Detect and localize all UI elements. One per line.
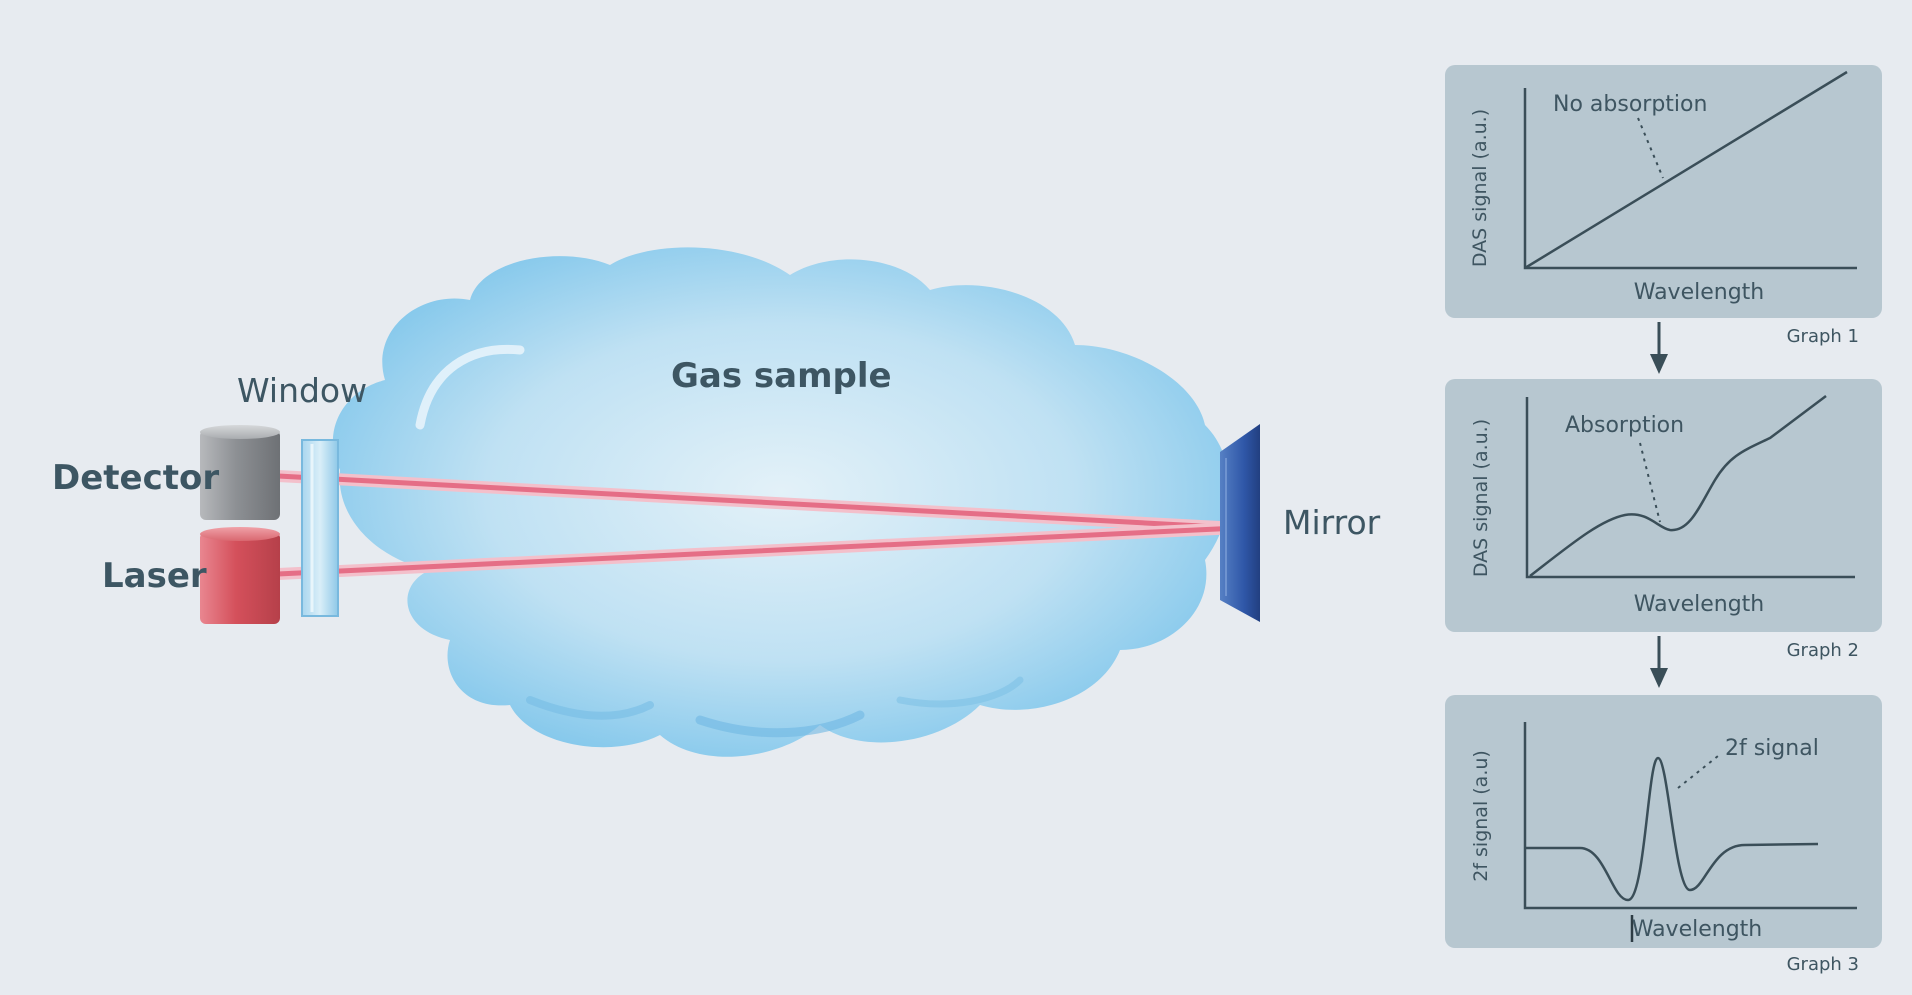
graph-1-caption: Graph 1	[1787, 326, 1859, 347]
detector-device	[200, 425, 280, 520]
graph-3: 2f signal Wavelength 2f signal (a.u) Gra…	[1445, 695, 1882, 975]
graph-3-y-label: 2f signal (a.u)	[1470, 750, 1492, 882]
mirror-label: Mirror	[1283, 503, 1381, 542]
arrow-down-icon	[1650, 322, 1668, 374]
window-plate	[301, 439, 339, 617]
mirror-device	[1220, 424, 1260, 622]
graph-3-x-label: Wavelength	[1632, 917, 1763, 942]
graph-1-x-label: Wavelength	[1634, 280, 1765, 305]
detector-label: Detector	[52, 458, 219, 498]
laser-label: Laser	[102, 556, 207, 596]
laser-device	[200, 527, 280, 624]
graph-2-y-label: DAS signal (a.u.)	[1470, 419, 1492, 577]
window-label: Window	[237, 371, 367, 410]
graph-2: Absorption Wavelength DAS signal (a.u.) …	[1445, 379, 1882, 661]
graph-1-curve	[1524, 70, 1848, 270]
graph-2-curve	[1529, 395, 1827, 577]
graph-2-x-label: Wavelength	[1634, 592, 1765, 617]
graph-1-annotation: No absorption	[1553, 92, 1707, 117]
graph-3-caption: Graph 3	[1787, 954, 1859, 975]
laser-beams	[272, 470, 1244, 580]
graph-2-annotation: Absorption	[1565, 413, 1684, 438]
graph-1-y-label: DAS signal (a.u.)	[1469, 109, 1491, 267]
graph-3-annotation: 2f signal	[1725, 736, 1819, 761]
arrow-down-icon	[1650, 636, 1668, 688]
gas-sample-label: Gas sample	[671, 356, 892, 396]
graph-1: No absorption Wavelength DAS signal (a.u…	[1445, 65, 1882, 347]
graph-2-caption: Graph 2	[1787, 640, 1859, 661]
graph-3-curve	[1525, 756, 1819, 902]
